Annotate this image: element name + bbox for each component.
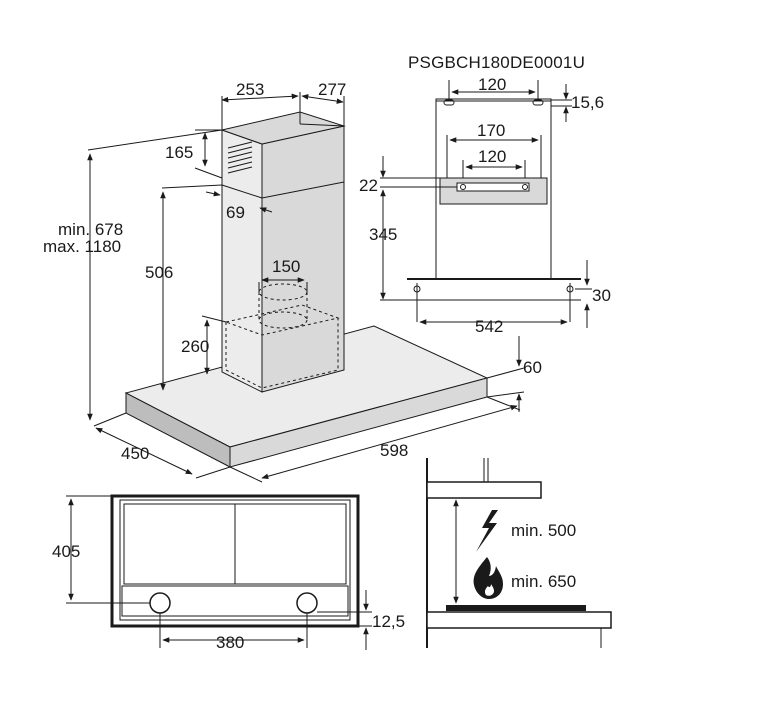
lightning-bolt-icon: [476, 510, 498, 552]
clearance-gas-label: min. 650: [511, 572, 576, 591]
dim-chimney-width: 253: [236, 80, 264, 99]
dim-chimney-depth: 277: [318, 80, 346, 99]
flame-icon: [473, 557, 503, 599]
dim-hood-depth: 450: [121, 444, 149, 463]
model-code: PSGBCH180DE0001U: [408, 53, 585, 72]
clearance-view: min. 500 min. 650: [426, 458, 612, 648]
bottom-view: 405 380 12,5: [52, 494, 405, 652]
vent-grille: [227, 141, 253, 174]
dim-hood-thickness: 60: [523, 358, 542, 377]
dim-mount-hole-spacing: 542: [475, 317, 503, 336]
dim-light-offset: 12,5: [372, 612, 405, 631]
dim-bracket-width: 170: [477, 121, 505, 140]
dim-bracket-hole-spacing: 120: [478, 147, 506, 166]
dim-top-hole-spacing: 120: [478, 75, 506, 94]
dim-light-spacing: 380: [216, 633, 244, 652]
clearance-electric-label: min. 500: [511, 521, 576, 540]
dim-vent-height: 165: [165, 143, 193, 162]
dim-top-offset: 15,6: [571, 93, 604, 112]
dim-hood-width: 598: [380, 441, 408, 460]
motor-box: [224, 283, 340, 389]
dim-bracket-height: 345: [369, 225, 397, 244]
dim-bracket-offset: 22: [359, 176, 378, 195]
hood-isometric-view: 253 277 165 69 506 min. 678 max. 1180 15…: [43, 80, 542, 483]
dim-chimney-lower: 506: [145, 263, 173, 282]
dim-mount-offset: 30: [592, 286, 611, 305]
bracket-view: PSGBCH180DE0001U 120 15,6 170 120: [359, 53, 611, 336]
dim-vent-offset: 69: [226, 203, 245, 222]
dim-bottom-depth: 405: [52, 542, 80, 561]
dim-outlet-diameter: 150: [272, 257, 300, 276]
dim-motor-height: 260: [181, 337, 209, 356]
dim-total-height-max: max. 1180: [43, 237, 121, 256]
dim-total-height-min: min. 678: [58, 220, 123, 239]
